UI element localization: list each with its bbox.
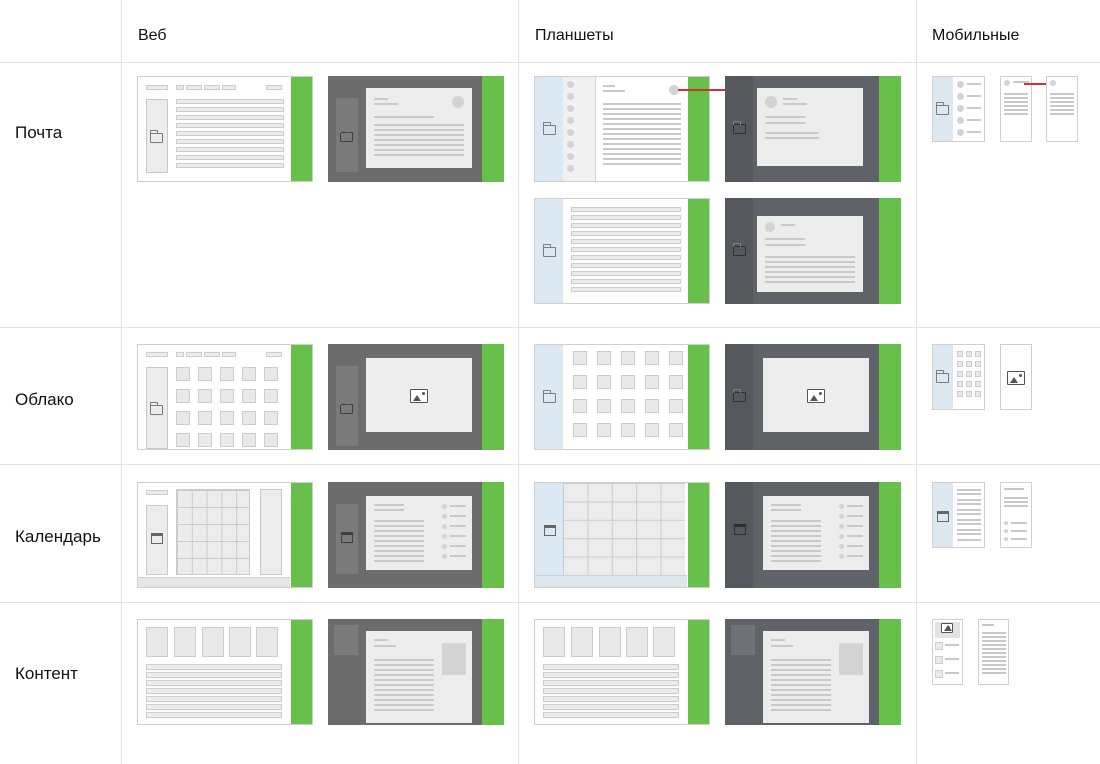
column-header-mobile: Мобильные xyxy=(932,27,1020,44)
image-icon xyxy=(941,623,953,633)
web-cloud-grid-thumbnail xyxy=(137,344,313,450)
tablet-content-article-thumbnail xyxy=(725,619,901,725)
calendar-icon xyxy=(341,532,353,543)
tablet-cloud-preview-thumbnail xyxy=(725,344,901,450)
folder-icon xyxy=(542,244,556,257)
grid-row-divider-1 xyxy=(0,327,1100,328)
mobile-calendar-event-thumbnail xyxy=(1000,482,1032,548)
row-label-calendar: Календарь xyxy=(15,527,101,546)
folder-icon xyxy=(935,102,949,115)
folder-icon xyxy=(732,121,746,134)
row-label-cloud: Облако xyxy=(15,390,74,409)
folder-icon xyxy=(339,401,353,414)
web-mail-message-thumbnail xyxy=(328,76,504,182)
mobile-calendar-list-thumbnail xyxy=(932,482,985,548)
tablet-mail-message-thumbnail xyxy=(725,76,901,182)
grid-row-divider-2 xyxy=(0,464,1100,465)
tablet-calendar-month-thumbnail xyxy=(534,482,710,588)
tablet-calendar-event-thumbnail xyxy=(725,482,901,588)
grid-col-divider-3 xyxy=(916,0,917,764)
web-cloud-preview-thumbnail xyxy=(328,344,504,450)
folder-icon xyxy=(542,122,556,135)
mobile-content-feed-thumbnail xyxy=(932,619,963,685)
tablet-mail-list-thumbnail xyxy=(534,76,710,182)
calendar-icon xyxy=(544,525,556,536)
image-icon xyxy=(807,389,825,403)
mobile-cloud-grid-thumbnail xyxy=(932,344,985,410)
grid-row-divider-3 xyxy=(0,602,1100,603)
folder-icon xyxy=(542,390,556,403)
mobile-cloud-preview-thumbnail xyxy=(1000,344,1032,410)
grid-col-divider-1 xyxy=(121,0,122,764)
mobile-mail-message-thumbnail xyxy=(1046,76,1078,142)
folder-icon xyxy=(732,389,746,402)
web-content-feed-thumbnail xyxy=(137,619,313,725)
grid-header-divider xyxy=(0,62,1100,63)
image-icon xyxy=(410,389,428,403)
row-label-mail: Почта xyxy=(15,123,63,142)
folder-icon xyxy=(149,130,163,143)
folder-icon xyxy=(935,370,949,383)
image-icon xyxy=(1007,371,1025,385)
mobile-content-article-thumbnail xyxy=(978,619,1009,685)
web-content-article-thumbnail xyxy=(328,619,504,725)
tablet-cloud-grid-thumbnail xyxy=(534,344,710,450)
grid-col-divider-2 xyxy=(518,0,519,764)
tablet-content-feed-thumbnail xyxy=(534,619,710,725)
folder-icon xyxy=(149,402,163,415)
tablet-mail-message-thumbnail-2 xyxy=(725,198,901,304)
web-mail-list-thumbnail xyxy=(137,76,313,182)
mobile-mail-list-thumbnail xyxy=(932,76,985,142)
folder-icon xyxy=(732,243,746,256)
calendar-icon xyxy=(151,533,163,544)
web-calendar-month-thumbnail xyxy=(137,482,313,588)
calendar-icon xyxy=(734,524,746,535)
column-header-web: Веб xyxy=(138,27,167,44)
tablet-mail-list-thumbnail-2 xyxy=(534,198,710,304)
column-header-tablets: Планшеты xyxy=(535,27,614,44)
calendar-icon xyxy=(937,511,949,522)
row-label-content: Контент xyxy=(15,664,78,683)
mobile-mail-list-thumbnail-2 xyxy=(1000,76,1032,142)
web-calendar-event-thumbnail xyxy=(328,482,504,588)
folder-icon xyxy=(339,129,353,142)
